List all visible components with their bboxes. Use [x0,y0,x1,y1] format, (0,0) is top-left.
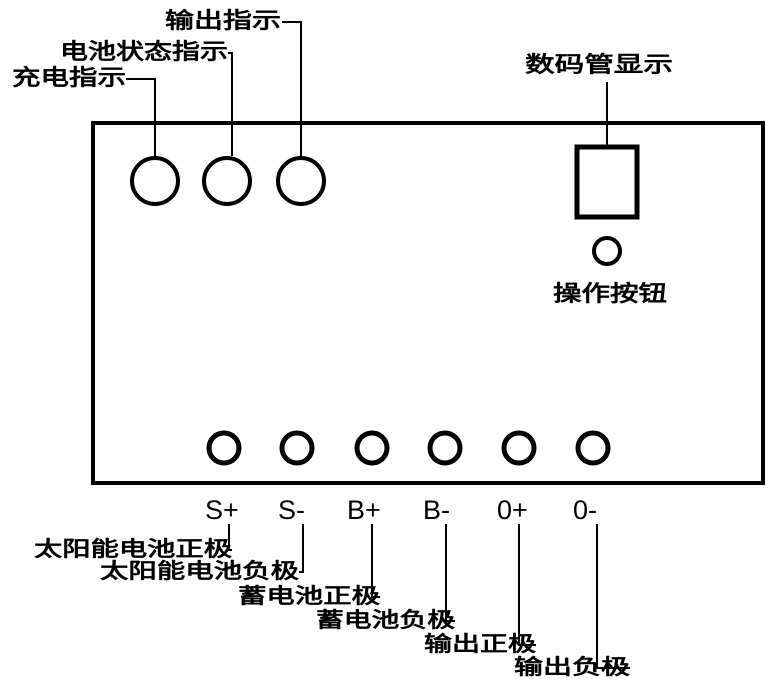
battery-status-indicator-label: 电池状态指示 [60,39,228,65]
operation-button [592,236,622,266]
display-label: 数码管显示 [525,52,673,78]
terminal-o-minus-symbol: 0- [573,495,597,525]
terminal-b-plus-leader [371,524,380,598]
terminal-b-plus-symbol: B+ [347,495,381,525]
terminal-o-plus-leader [518,524,536,646]
output-indicator-leader [282,21,302,156]
charge-indicator-led [130,156,180,206]
operation-button-label: 操作按钮 [553,281,667,307]
terminal-b-minus-leader [445,524,455,622]
terminal-s-plus-hole [206,430,242,466]
terminal-s-plus-symbol: S+ [205,495,239,525]
seven-segment-display [574,144,640,220]
terminal-o-plus-symbol: 0+ [497,495,528,525]
terminal-s-minus-leader [299,524,304,573]
battery-status-indicator-led [202,156,252,206]
charge-indicator-label: 充电指示 [12,65,126,91]
terminal-b-plus-desc: 蓄电池正极 [238,584,381,608]
terminal-o-plus-hole [501,430,537,466]
terminal-b-plus-hole [354,430,390,466]
terminal-o-minus-leader [596,524,630,669]
terminal-o-minus-hole [575,430,611,466]
terminal-b-minus-desc: 蓄电池负极 [316,608,456,632]
terminal-b-minus-symbol: B- [423,495,450,525]
terminal-b-minus-hole [427,430,463,466]
charge-indicator-leader [126,78,156,156]
output-indicator-led [276,156,326,206]
terminal-s-plus-desc: 太阳能电池正极 [34,537,233,561]
terminal-o-plus-desc: 输出正极 [424,632,537,656]
controller-box [91,121,765,485]
output-indicator-label: 输出指示 [165,8,281,34]
terminal-s-minus-symbol: S- [278,495,305,525]
battery-status-indicator-leader [228,52,233,156]
terminal-s-minus-hole [279,430,315,466]
terminal-s-minus-desc: 太阳能电池负极 [100,559,300,583]
terminal-o-minus-desc: 输出负极 [514,655,631,679]
terminal-s-plus-leader [228,524,232,551]
